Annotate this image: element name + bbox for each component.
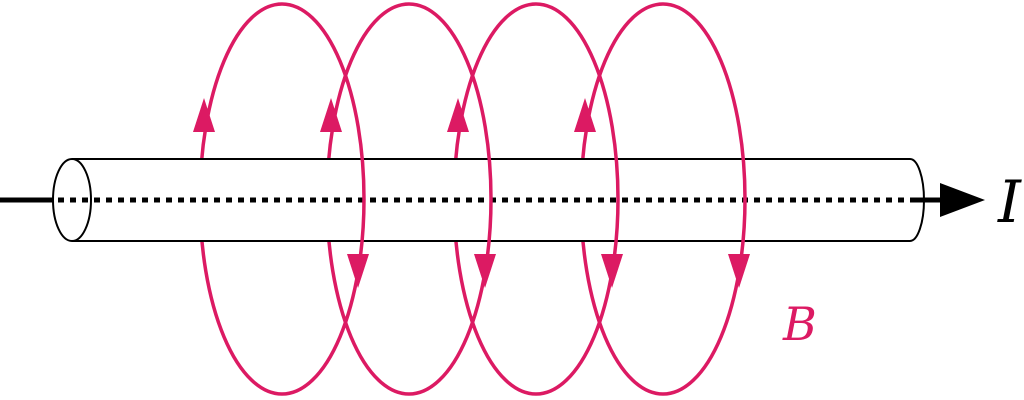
field-loop-front <box>408 2 493 396</box>
current-arrow-icon <box>940 183 985 217</box>
field-loop-front <box>535 2 620 396</box>
field-direction-down-icon <box>601 254 623 288</box>
field-direction-down-icon <box>728 254 750 288</box>
field-direction-down-icon <box>347 254 369 288</box>
field-label: B <box>782 297 817 351</box>
current-label: I <box>997 168 1022 236</box>
field-direction-up-icon <box>574 98 596 132</box>
field-loop-front <box>662 2 747 396</box>
field-loop-front <box>281 2 366 396</box>
field-direction-down-icon <box>474 254 496 288</box>
field-loops-front <box>193 2 750 396</box>
field-direction-up-icon <box>447 98 469 132</box>
field-direction-up-icon <box>193 98 215 132</box>
field-direction-up-icon <box>320 98 342 132</box>
